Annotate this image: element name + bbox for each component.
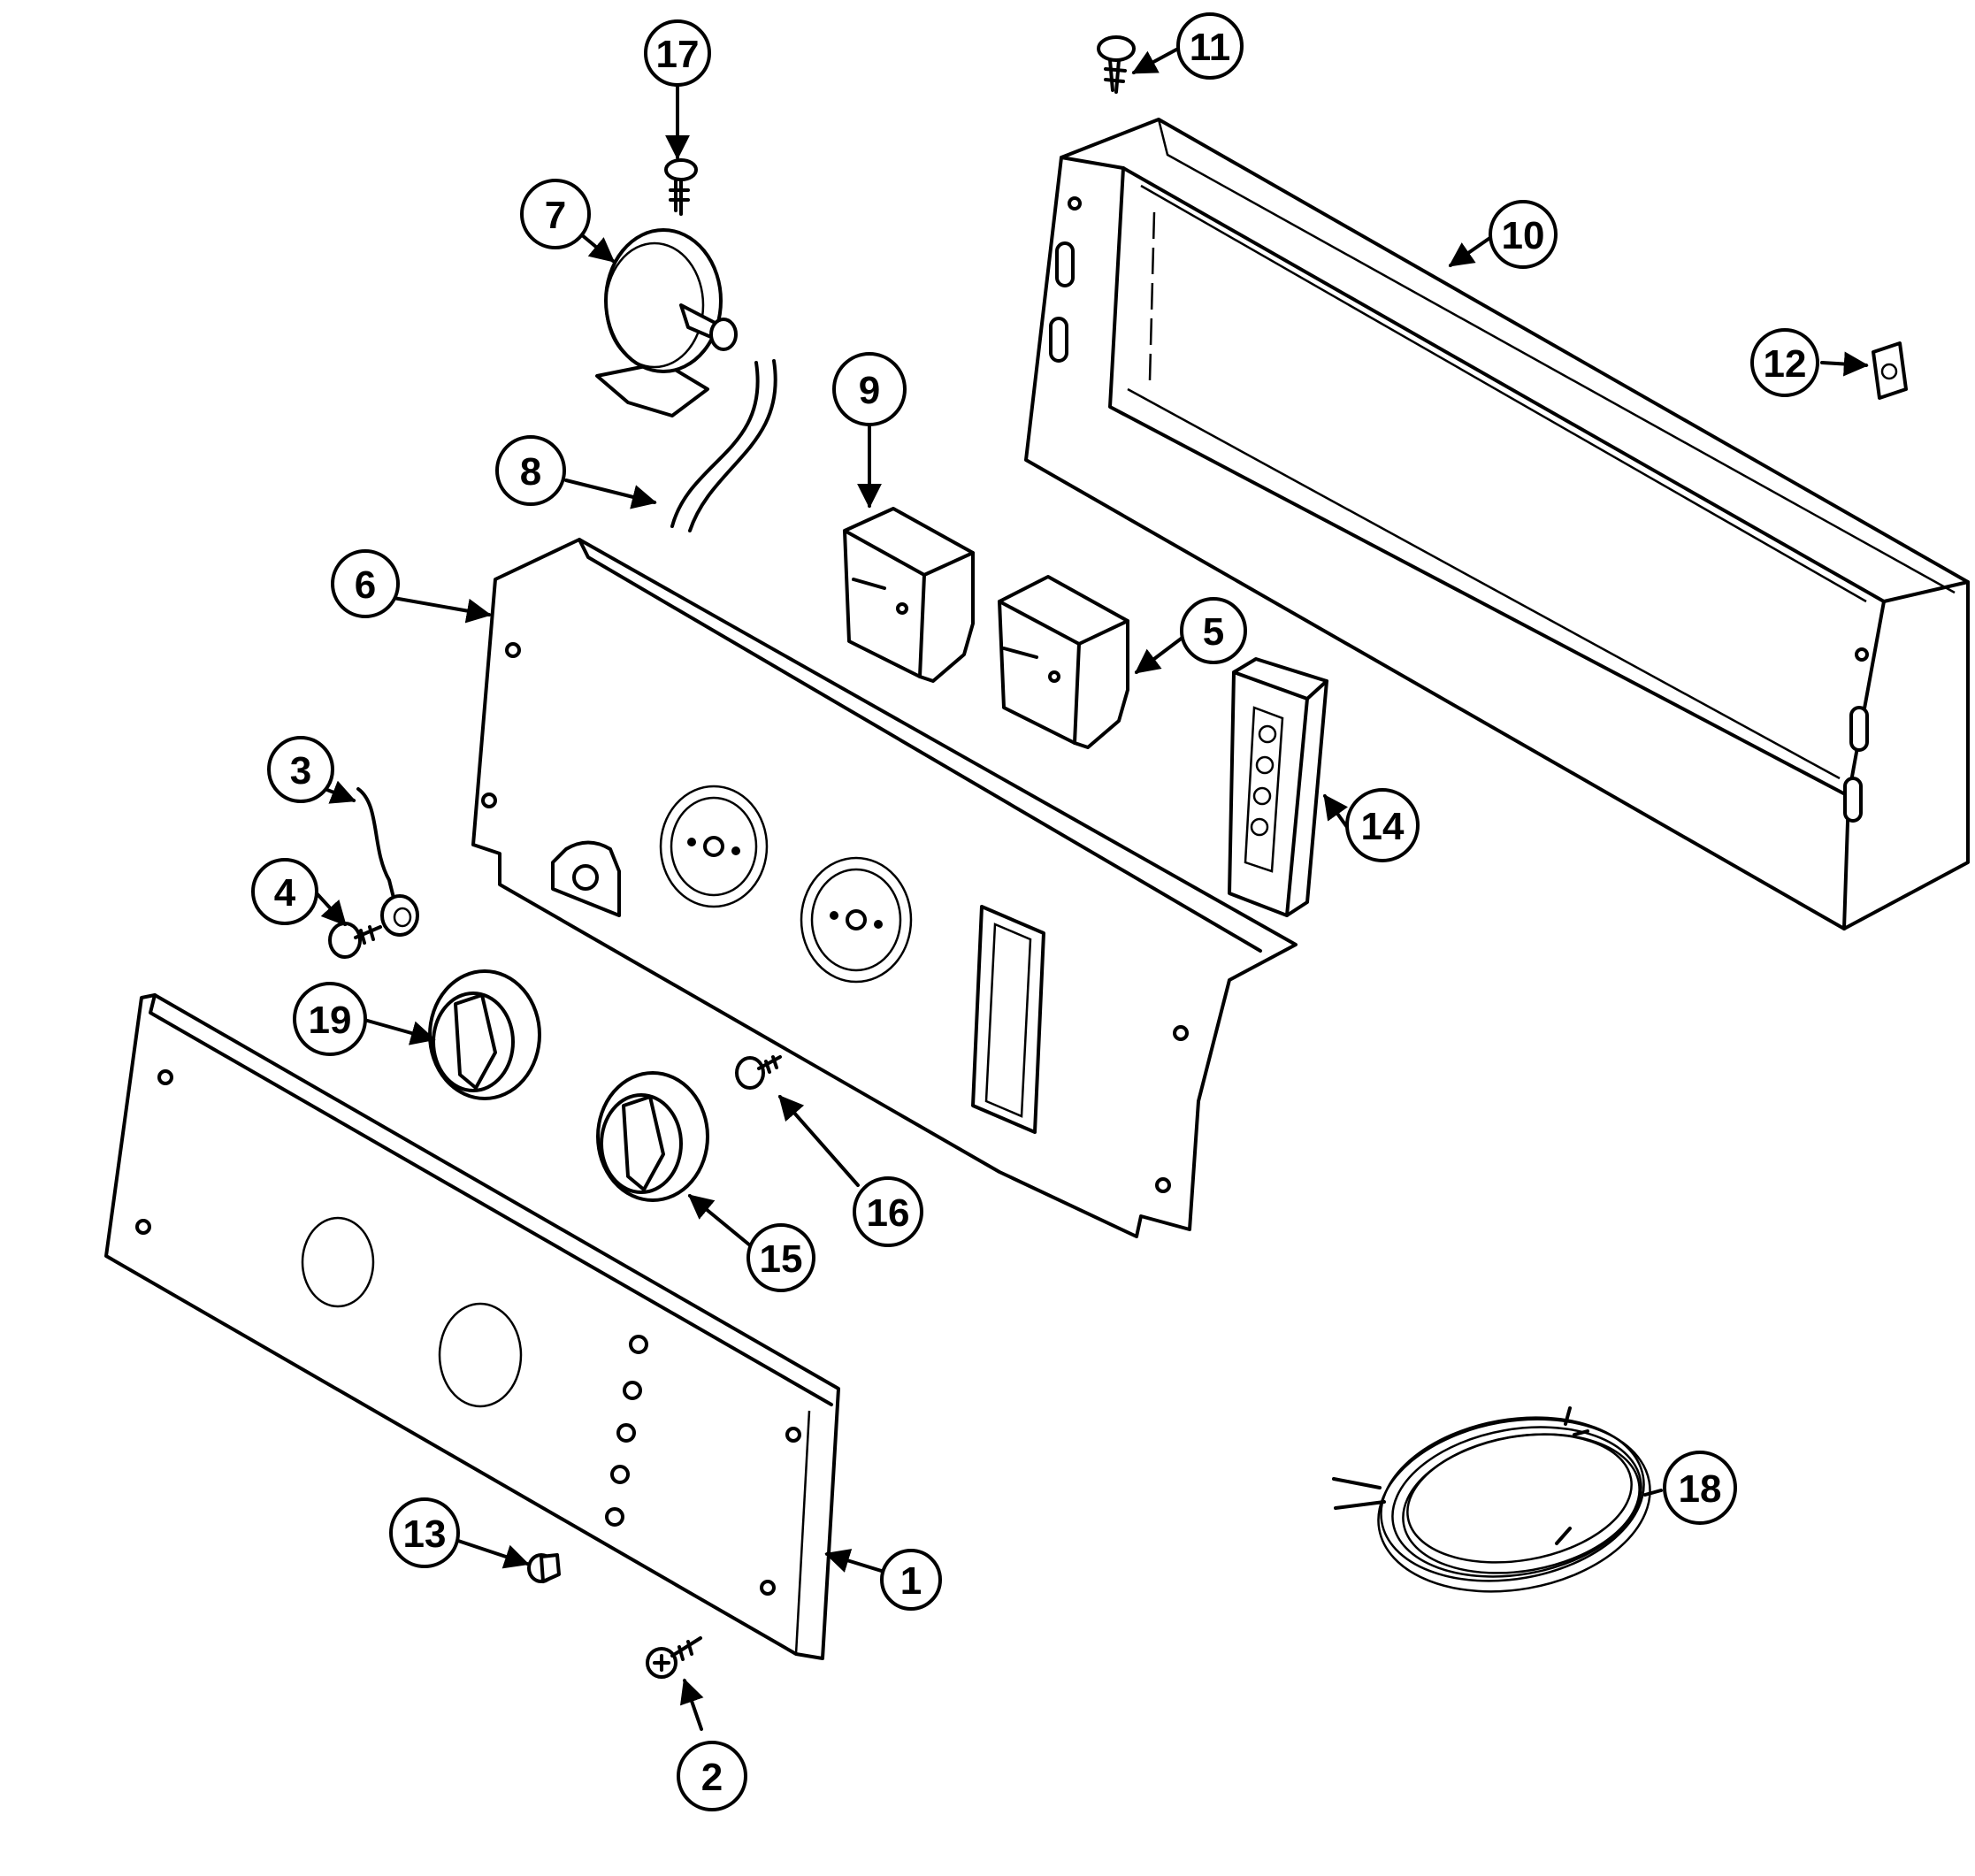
callout-19: 19: [293, 982, 367, 1056]
callout-6-label: 6: [355, 563, 376, 607]
callout-12: 12: [1750, 328, 1819, 397]
switch-module-5-part: [998, 575, 1129, 749]
callout-8-label: 8: [520, 450, 541, 494]
callout-17: 17: [644, 19, 711, 87]
callout-13-label: 13: [403, 1512, 447, 1556]
callout-5-label: 5: [1203, 610, 1224, 654]
indicator-block-part: [1228, 657, 1328, 917]
knob-19-part: [428, 969, 541, 1100]
callout-15: 15: [746, 1223, 815, 1292]
knob-15-part: [596, 1071, 709, 1202]
callout-4-label: 4: [274, 871, 296, 915]
callout-9: 9: [832, 352, 907, 426]
callout-16: 16: [853, 1176, 923, 1247]
screw-16-part: [735, 1055, 782, 1090]
console-housing-part: [1024, 118, 1970, 930]
callout-3-label: 3: [290, 749, 311, 793]
callout-18: 18: [1663, 1451, 1737, 1525]
front-panel-part: [104, 993, 840, 1660]
callout-10-label: 10: [1502, 214, 1545, 257]
callout-9-label: 9: [859, 369, 880, 412]
callout-5: 5: [1180, 597, 1247, 664]
lamp-3-part: [356, 787, 419, 937]
callout-11-label: 11: [1190, 26, 1231, 69]
callout-13: 13: [389, 1497, 460, 1568]
callout-11: 11: [1176, 12, 1244, 80]
callout-1-label: 1: [900, 1559, 922, 1603]
screw-17-part: [664, 158, 698, 216]
wire-harness-part: [1332, 1406, 1651, 1593]
pressure-switch-part: [595, 228, 738, 417]
callout-15-label: 15: [760, 1237, 803, 1281]
callout-12-label: 12: [1764, 342, 1807, 386]
callout-3: 3: [267, 736, 334, 803]
hose-part: [670, 359, 777, 532]
callout-17-label: 17: [656, 33, 700, 76]
callout-6: 6: [331, 549, 400, 618]
callout-2: 2: [677, 1741, 747, 1811]
callout-8: 8: [495, 435, 566, 506]
callout-16-label: 16: [867, 1191, 910, 1235]
screw-11-part: [1097, 35, 1136, 94]
callout-7: 7: [520, 179, 591, 249]
callout-2-label: 2: [701, 1756, 723, 1799]
callout-1: 1: [880, 1549, 942, 1611]
callout-4: 4: [251, 858, 318, 925]
screw-2-part: [646, 1636, 702, 1679]
callout-14: 14: [1345, 788, 1420, 862]
screw-4-part: [328, 922, 382, 959]
callout-14-label: 14: [1361, 805, 1405, 848]
leader-lines: [315, 47, 1869, 1731]
control-panel-part: [471, 538, 1298, 1238]
callout-18-label: 18: [1679, 1467, 1722, 1511]
switch-module-9-part: [843, 507, 975, 683]
callout-19-label: 19: [309, 999, 352, 1042]
clip-12-part: [1872, 341, 1908, 400]
callout-10: 10: [1489, 200, 1558, 269]
callout-7-label: 7: [545, 194, 566, 237]
plug-13-part: [527, 1553, 561, 1583]
